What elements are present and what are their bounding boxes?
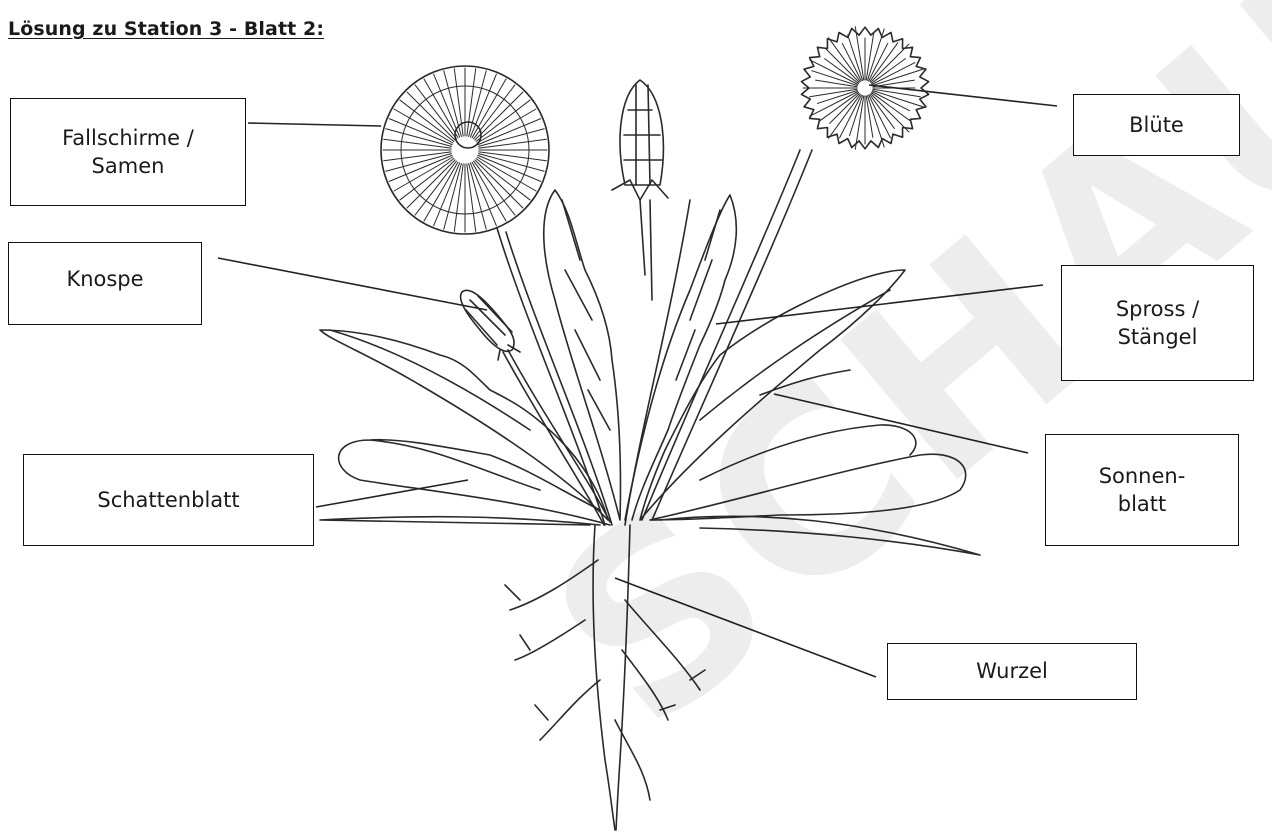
label-fallschirme: Fallschirme / Samen — [10, 98, 246, 206]
label-wurzel: Wurzel — [887, 643, 1137, 700]
label-schattenblatt: Schattenblatt — [23, 454, 314, 546]
pointer-schattenblatt — [316, 480, 468, 507]
pointer-fallschirme — [248, 123, 381, 126]
label-bluete: Blüte — [1073, 94, 1240, 156]
label-knospe: Knospe — [8, 242, 202, 325]
pointer-bluete — [869, 85, 1057, 106]
flower-head — [801, 27, 928, 149]
label-sonnenblatt: Sonnen- blatt — [1045, 434, 1239, 546]
small-bud — [461, 290, 520, 360]
bud-top — [612, 80, 668, 300]
label-spross: Spross / Stängel — [1061, 265, 1254, 381]
pointer-knospe — [218, 258, 487, 310]
seed-head — [381, 66, 549, 234]
